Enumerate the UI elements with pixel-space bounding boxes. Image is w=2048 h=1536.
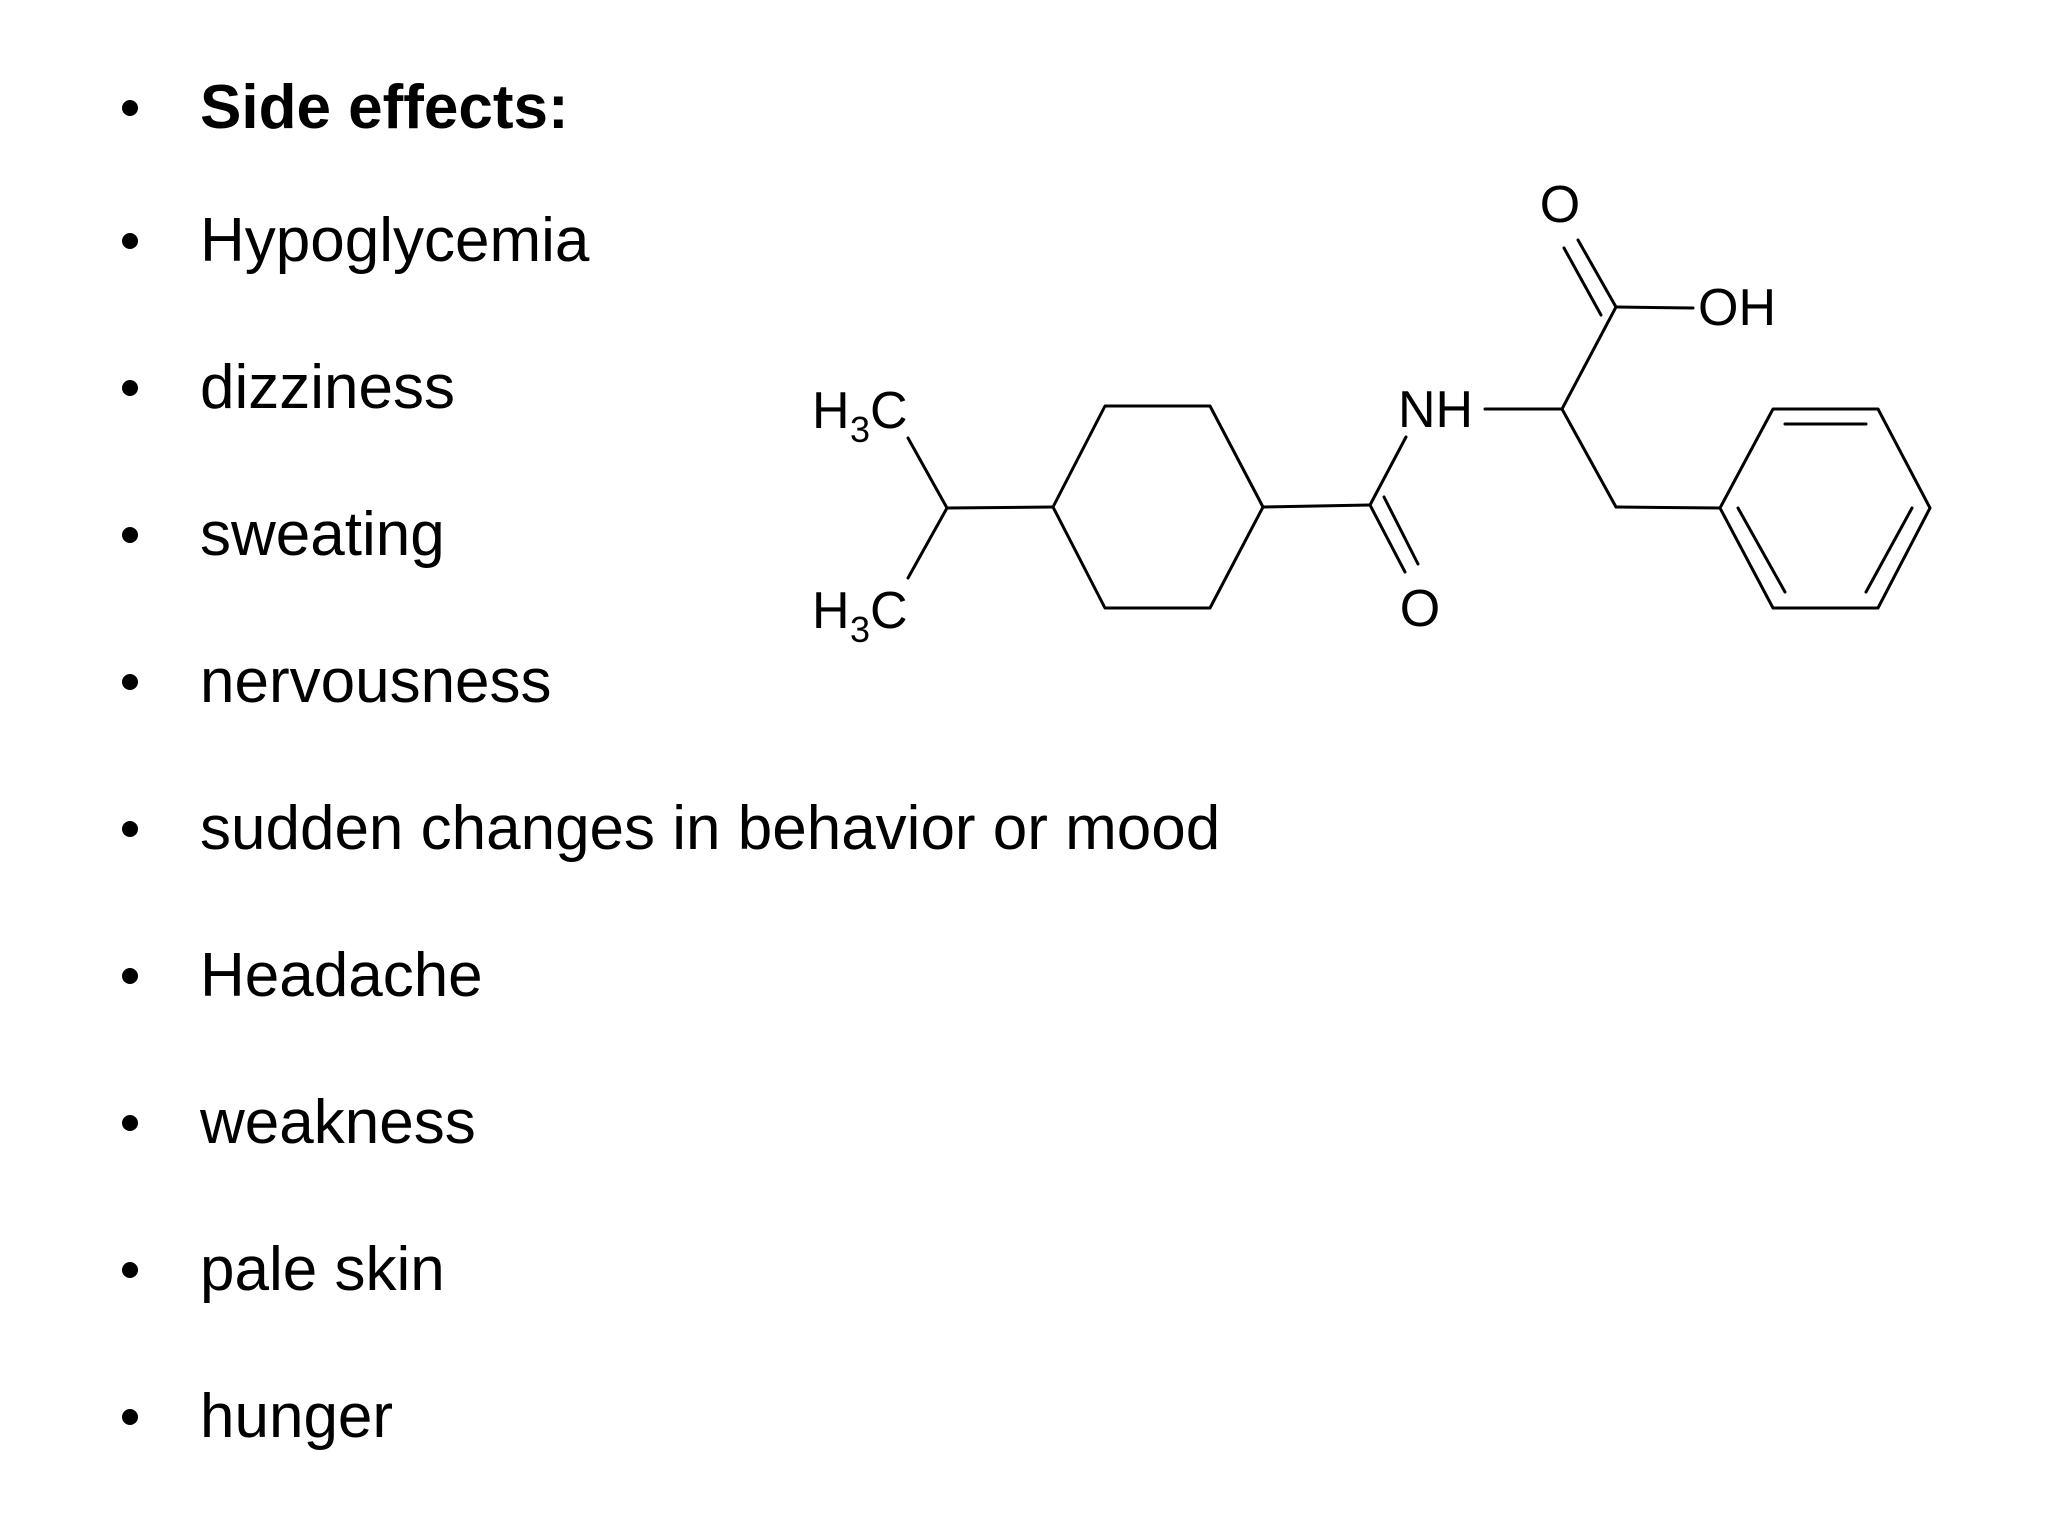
- list-item: hunger: [122, 1367, 393, 1467]
- list-item-heading: Side effects:: [122, 58, 569, 158]
- label-oxygen-top: O: [1540, 176, 1580, 234]
- label-amine: NH: [1398, 381, 1473, 439]
- label-hydroxyl: OH: [1698, 279, 1776, 337]
- list-item-text: weakness: [200, 1088, 476, 1157]
- bullet-point: [122, 968, 138, 984]
- bullet-point: [122, 674, 138, 690]
- list-item-text: sudden changes in behavior or mood: [200, 794, 1221, 863]
- bond-alpha-carboxyl: [1560, 305, 1618, 411]
- bullet-point: [122, 1262, 138, 1278]
- list-item: Hypoglycemia: [122, 191, 589, 291]
- list-item-text: dizziness: [200, 353, 455, 422]
- bullet-point: [122, 233, 138, 249]
- bond-carboxyl-co-double: [1562, 246, 1603, 317]
- bullet-point: [122, 1115, 138, 1131]
- list-item-text: Hypoglycemia: [200, 206, 590, 275]
- bullet-point: [122, 1409, 138, 1425]
- list-item: nervousness: [122, 632, 552, 732]
- list-item: Headache: [122, 926, 483, 1026]
- list-item-text: Headache: [200, 941, 483, 1010]
- list-item: pale skin: [122, 1220, 445, 1320]
- bond-ch2-phenyl: [1614, 505, 1722, 510]
- list-item: sweating: [122, 485, 445, 585]
- list-item: sudden changes in behavior or mood: [122, 779, 1220, 879]
- list-item: dizziness: [122, 338, 455, 438]
- bullet-point: [122, 380, 138, 396]
- list-item-text: sweating: [200, 500, 445, 569]
- bond-alpha-ch2: [1560, 407, 1618, 509]
- bond-carboxyl-co: [1576, 238, 1618, 309]
- bond-carboxyl-oh: [1614, 305, 1695, 310]
- list-item-text: nervousness: [200, 647, 552, 716]
- list-item-text: hunger: [200, 1382, 394, 1451]
- bullet-point: [122, 821, 138, 837]
- benzene-inner-bond-left: [1736, 506, 1787, 594]
- list-item: weakness: [122, 1073, 476, 1173]
- list-item-text: pale skin: [200, 1235, 445, 1304]
- bullet-point: [122, 100, 138, 116]
- label-oxygen-bottom: O: [1400, 580, 1440, 638]
- bullet-point: [122, 527, 138, 543]
- benzene-inner-bond-right: [1864, 506, 1914, 594]
- benzene-ring: [1718, 407, 1932, 610]
- heading-side-effects: Side effects:: [200, 73, 569, 142]
- bullet-list: Side effects: Hypoglycemia dizziness swe…: [122, 58, 1220, 1467]
